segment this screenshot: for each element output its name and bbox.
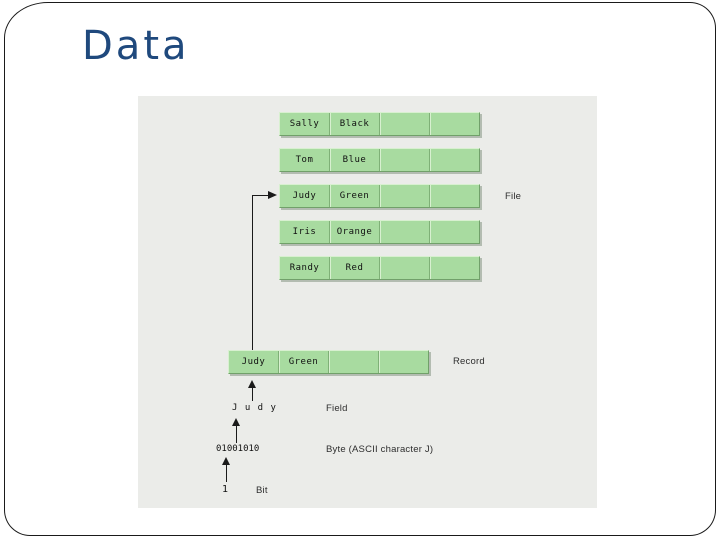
bit-to-byte-arrowhead-icon xyxy=(222,457,230,465)
file-row-judy: Judy Green xyxy=(279,184,480,208)
file-cell xyxy=(429,149,479,171)
file-cell xyxy=(429,221,479,243)
record-label: Record xyxy=(453,356,485,367)
byte-value: 01001010 xyxy=(216,444,260,454)
record-row: Judy Green xyxy=(228,350,429,374)
field-label: Field xyxy=(326,403,348,414)
record-cell: Judy xyxy=(241,357,266,367)
record-cell xyxy=(328,351,378,373)
file-row: Sally Black xyxy=(279,112,480,136)
file-cell: Randy xyxy=(289,263,320,273)
record-to-file-arrowhead-icon xyxy=(268,191,277,199)
file-cell xyxy=(429,185,479,207)
file-cell xyxy=(379,113,429,135)
file-cell: Black xyxy=(329,113,379,135)
record-cell xyxy=(378,351,428,373)
file-cell: Green xyxy=(329,185,379,207)
record-cell: Green xyxy=(278,351,328,373)
file-row: Randy Red xyxy=(279,256,480,280)
file-cell xyxy=(379,149,429,171)
bit-label: Bit xyxy=(256,485,268,496)
bit-to-byte-arrow-line xyxy=(226,464,227,482)
field-value: J u d y xyxy=(232,403,277,413)
file-cell: Orange xyxy=(329,221,379,243)
file-cell: Red xyxy=(329,257,379,279)
slide-title: Data xyxy=(82,23,190,69)
byte-label: Byte (ASCII character J) xyxy=(326,444,434,455)
field-to-record-arrowhead-icon xyxy=(248,380,256,388)
file-label: File xyxy=(505,191,522,202)
record-to-file-connector-horizontal-line xyxy=(252,195,269,196)
file-cell: Judy xyxy=(292,191,317,201)
byte-to-field-arrow-line xyxy=(236,425,237,443)
slide-border xyxy=(4,2,716,536)
file-cell xyxy=(379,185,429,207)
file-cell xyxy=(379,221,429,243)
bit-value: 1 xyxy=(222,484,229,495)
file-cell: Blue xyxy=(329,149,379,171)
file-cell: Sally xyxy=(289,119,320,129)
file-cell xyxy=(429,113,479,135)
field-to-record-arrow-line xyxy=(252,387,253,401)
byte-to-field-arrowhead-icon xyxy=(232,418,240,426)
file-cell: Iris xyxy=(292,227,317,237)
file-cell xyxy=(379,257,429,279)
file-row: Tom Blue xyxy=(279,148,480,172)
file-cell: Tom xyxy=(295,155,314,165)
record-to-file-connector-vertical-line xyxy=(252,195,253,350)
diagram-panel: Sally Black Tom Blue Judy Green Iris Ora… xyxy=(138,96,597,508)
file-cell xyxy=(429,257,479,279)
file-row: Iris Orange xyxy=(279,220,480,244)
